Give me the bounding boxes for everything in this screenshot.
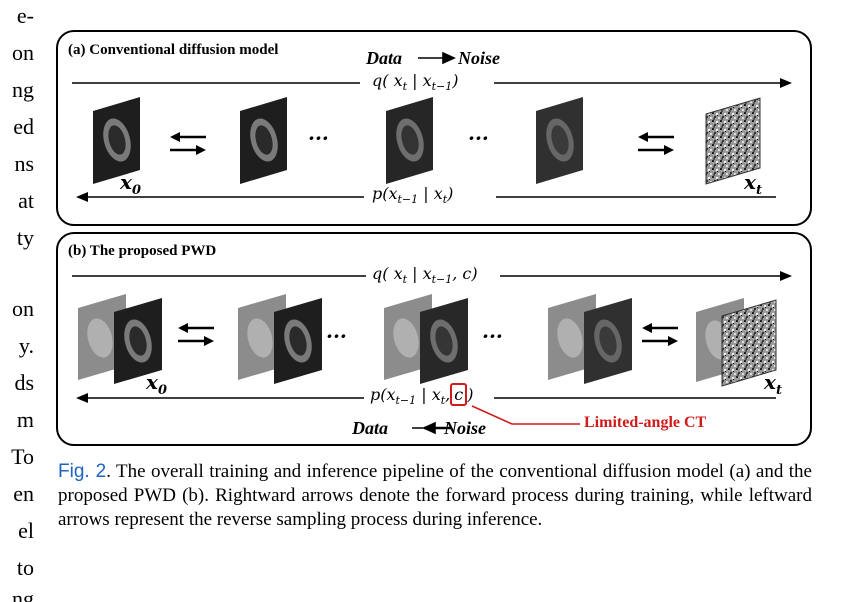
xt-label: xt bbox=[764, 370, 782, 398]
bidirectional-arrows bbox=[642, 323, 678, 346]
text-fragment: ed bbox=[13, 114, 34, 139]
x0-label: x0 bbox=[120, 170, 141, 198]
ct-slice-pair bbox=[238, 294, 322, 384]
flow-from-label: Noise bbox=[444, 418, 486, 438]
panel-a-reverse-arrow bbox=[76, 192, 776, 202]
noise-image bbox=[705, 97, 761, 185]
flow-to-label: Data bbox=[352, 418, 388, 438]
bidirectional-arrows bbox=[178, 323, 214, 346]
flow-from-label: Data bbox=[366, 48, 402, 68]
bidirectional-arrows bbox=[638, 132, 674, 155]
forward-equation: q( xt | xt−1) bbox=[372, 71, 459, 94]
text-fragment: ns bbox=[14, 151, 34, 176]
adjacent-column-text: e- on ng ed ns at ty on y. ds m To en el… bbox=[0, 0, 34, 602]
text-fragment: ng bbox=[12, 586, 34, 602]
panel-b-title: (b) The proposed PWD bbox=[68, 243, 217, 259]
ct-slice-image bbox=[386, 97, 433, 184]
figure-number: Fig. 2 bbox=[58, 461, 107, 482]
text-fragment: ds bbox=[14, 370, 34, 395]
ct-slice-pair bbox=[78, 294, 162, 384]
ellipsis: ··· bbox=[468, 126, 489, 150]
ellipsis: ··· bbox=[326, 324, 347, 348]
condition-variable-box: c bbox=[450, 383, 468, 406]
text-fragment: m bbox=[16, 407, 34, 432]
panel-a-title: (a) Conventional diffusion model bbox=[68, 42, 279, 58]
condition-connector-line bbox=[471, 405, 580, 425]
text-fragment: ng bbox=[12, 77, 34, 102]
panel-b-reverse-arrow bbox=[76, 393, 776, 403]
panel-proposed-pwd bbox=[56, 232, 812, 446]
reverse-equation-conditional: p(xt−1 | xt,c) bbox=[370, 383, 474, 408]
panel-conventional-diffusion bbox=[56, 30, 812, 226]
ct-slice-pair bbox=[548, 294, 632, 384]
panel-a-forward-arrow bbox=[72, 78, 792, 88]
figure-caption: Fig. 2. The overall training and inferen… bbox=[58, 460, 812, 532]
panel-b-forward-arrow bbox=[72, 271, 792, 281]
ellipsis: ··· bbox=[482, 324, 503, 348]
ellipsis: ··· bbox=[308, 126, 329, 150]
xt-label: xt bbox=[744, 170, 762, 198]
noise-image-pair bbox=[696, 298, 777, 387]
text-fragment: en bbox=[13, 481, 34, 506]
reverse-equation: p(xt−1 | xt) bbox=[372, 184, 454, 207]
ct-slice-image bbox=[536, 97, 583, 184]
text-fragment: on bbox=[12, 40, 34, 65]
ct-slice-pair bbox=[384, 294, 468, 384]
limited-angle-ct-label: Limited-angle CT bbox=[584, 414, 707, 431]
text-fragment: to bbox=[16, 555, 34, 580]
data-to-noise-arrow bbox=[418, 51, 456, 65]
text-fragment: ty bbox=[16, 225, 34, 250]
text-fragment: To bbox=[11, 444, 34, 469]
text-fragment: el bbox=[18, 518, 34, 543]
ct-slice-image bbox=[240, 97, 287, 184]
text-fragment: y. bbox=[18, 333, 34, 358]
text-fragment: at bbox=[18, 188, 34, 213]
bidirectional-arrows bbox=[170, 132, 206, 155]
caption-text: . The overall training and inference pip… bbox=[58, 461, 812, 530]
text-fragment: on bbox=[12, 296, 34, 321]
flow-to-label: Noise bbox=[458, 48, 500, 68]
forward-equation-conditional: q( xt | xt−1, c) bbox=[372, 264, 478, 287]
ct-slice-image bbox=[93, 97, 140, 184]
x0-label: x0 bbox=[146, 370, 167, 398]
text-fragment: e- bbox=[16, 3, 34, 28]
